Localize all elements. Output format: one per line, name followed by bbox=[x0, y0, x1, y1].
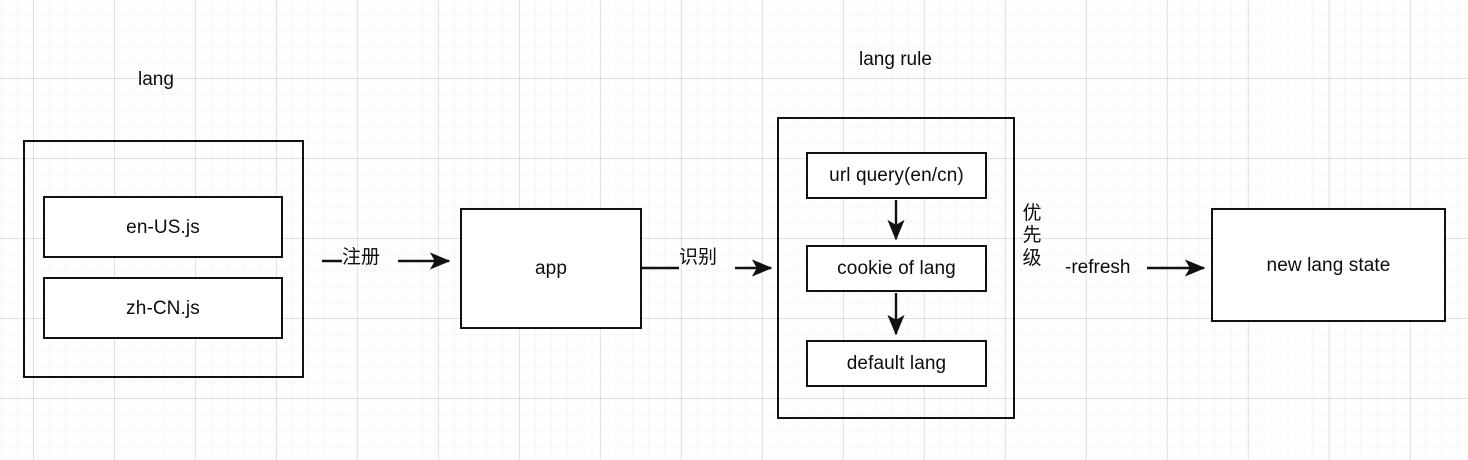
new-lang-state-label: new lang state bbox=[1266, 254, 1391, 276]
lang-rule-group-caption: lang rule bbox=[859, 49, 932, 70]
lang-rule-step-box-url-query[interactable]: url query(en/cn) bbox=[806, 152, 987, 199]
edge-label-register: 注册 bbox=[342, 247, 381, 268]
lang-group-box[interactable] bbox=[23, 140, 304, 378]
lang-file-label-zh-cn: zh-CN.js bbox=[126, 297, 200, 319]
edge-label-identify: 识别 bbox=[679, 247, 718, 268]
edge-label-refresh: -refresh bbox=[1065, 257, 1131, 278]
lang-file-box-en-us[interactable]: en-US.js bbox=[43, 196, 283, 258]
priority-vertical-label: 优 先 级 bbox=[1021, 203, 1043, 270]
lang-file-label-en-us: en-US.js bbox=[126, 216, 200, 238]
lang-rule-step-label-default: default lang bbox=[846, 353, 947, 374]
lang-rule-step-label-cookie: cookie of lang bbox=[837, 258, 956, 279]
lang-rule-step-box-cookie[interactable]: cookie of lang bbox=[806, 245, 987, 292]
app-label: app bbox=[534, 258, 567, 279]
priority-char-1: 优 bbox=[1022, 203, 1042, 224]
new-lang-state-box[interactable]: new lang state bbox=[1211, 208, 1446, 322]
lang-rule-step-box-default[interactable]: default lang bbox=[806, 340, 987, 387]
lang-group-caption: lang bbox=[138, 69, 174, 90]
lang-rule-step-label-url-query: url query(en/cn) bbox=[829, 165, 964, 186]
priority-char-3: 级 bbox=[1022, 247, 1042, 269]
priority-char-2: 先 bbox=[1022, 225, 1042, 247]
app-box[interactable]: app bbox=[460, 208, 642, 329]
lang-file-box-zh-cn[interactable]: zh-CN.js bbox=[43, 277, 283, 339]
lang-rule-group-box[interactable] bbox=[777, 117, 1015, 419]
